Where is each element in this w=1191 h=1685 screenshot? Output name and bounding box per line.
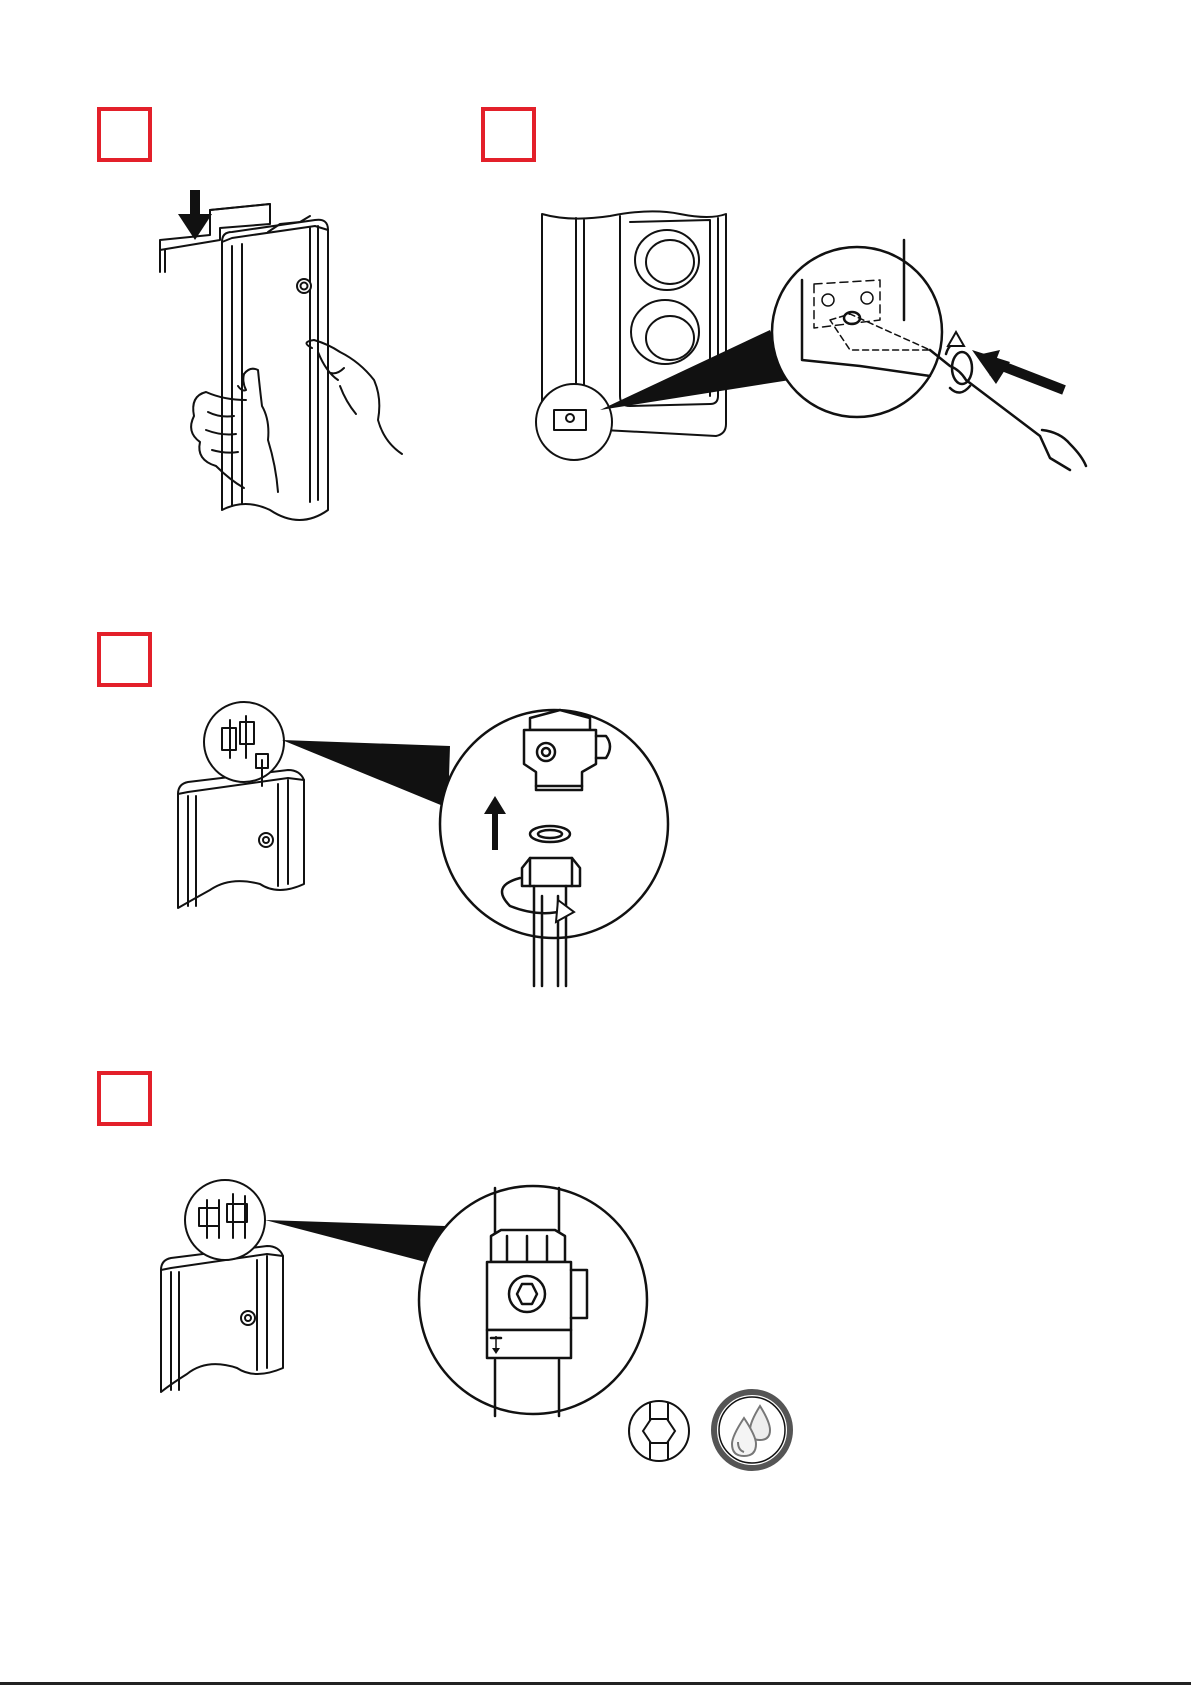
arrow-down-icon [178, 190, 212, 240]
water-drops-icon [710, 1388, 794, 1472]
step-4-valve-illustration [155, 1180, 655, 1425]
step-1-cover-illustration [150, 180, 410, 540]
step-3-valve-illustration [170, 700, 690, 985]
step-2-frame [481, 107, 536, 162]
hex-key-icon [626, 1398, 692, 1464]
step-3-frame [97, 632, 152, 687]
step-4-frame [97, 1071, 152, 1126]
step-1-frame [97, 107, 152, 162]
step-2-screw-illustration [530, 200, 1110, 490]
arrow-push-icon [972, 350, 1064, 390]
